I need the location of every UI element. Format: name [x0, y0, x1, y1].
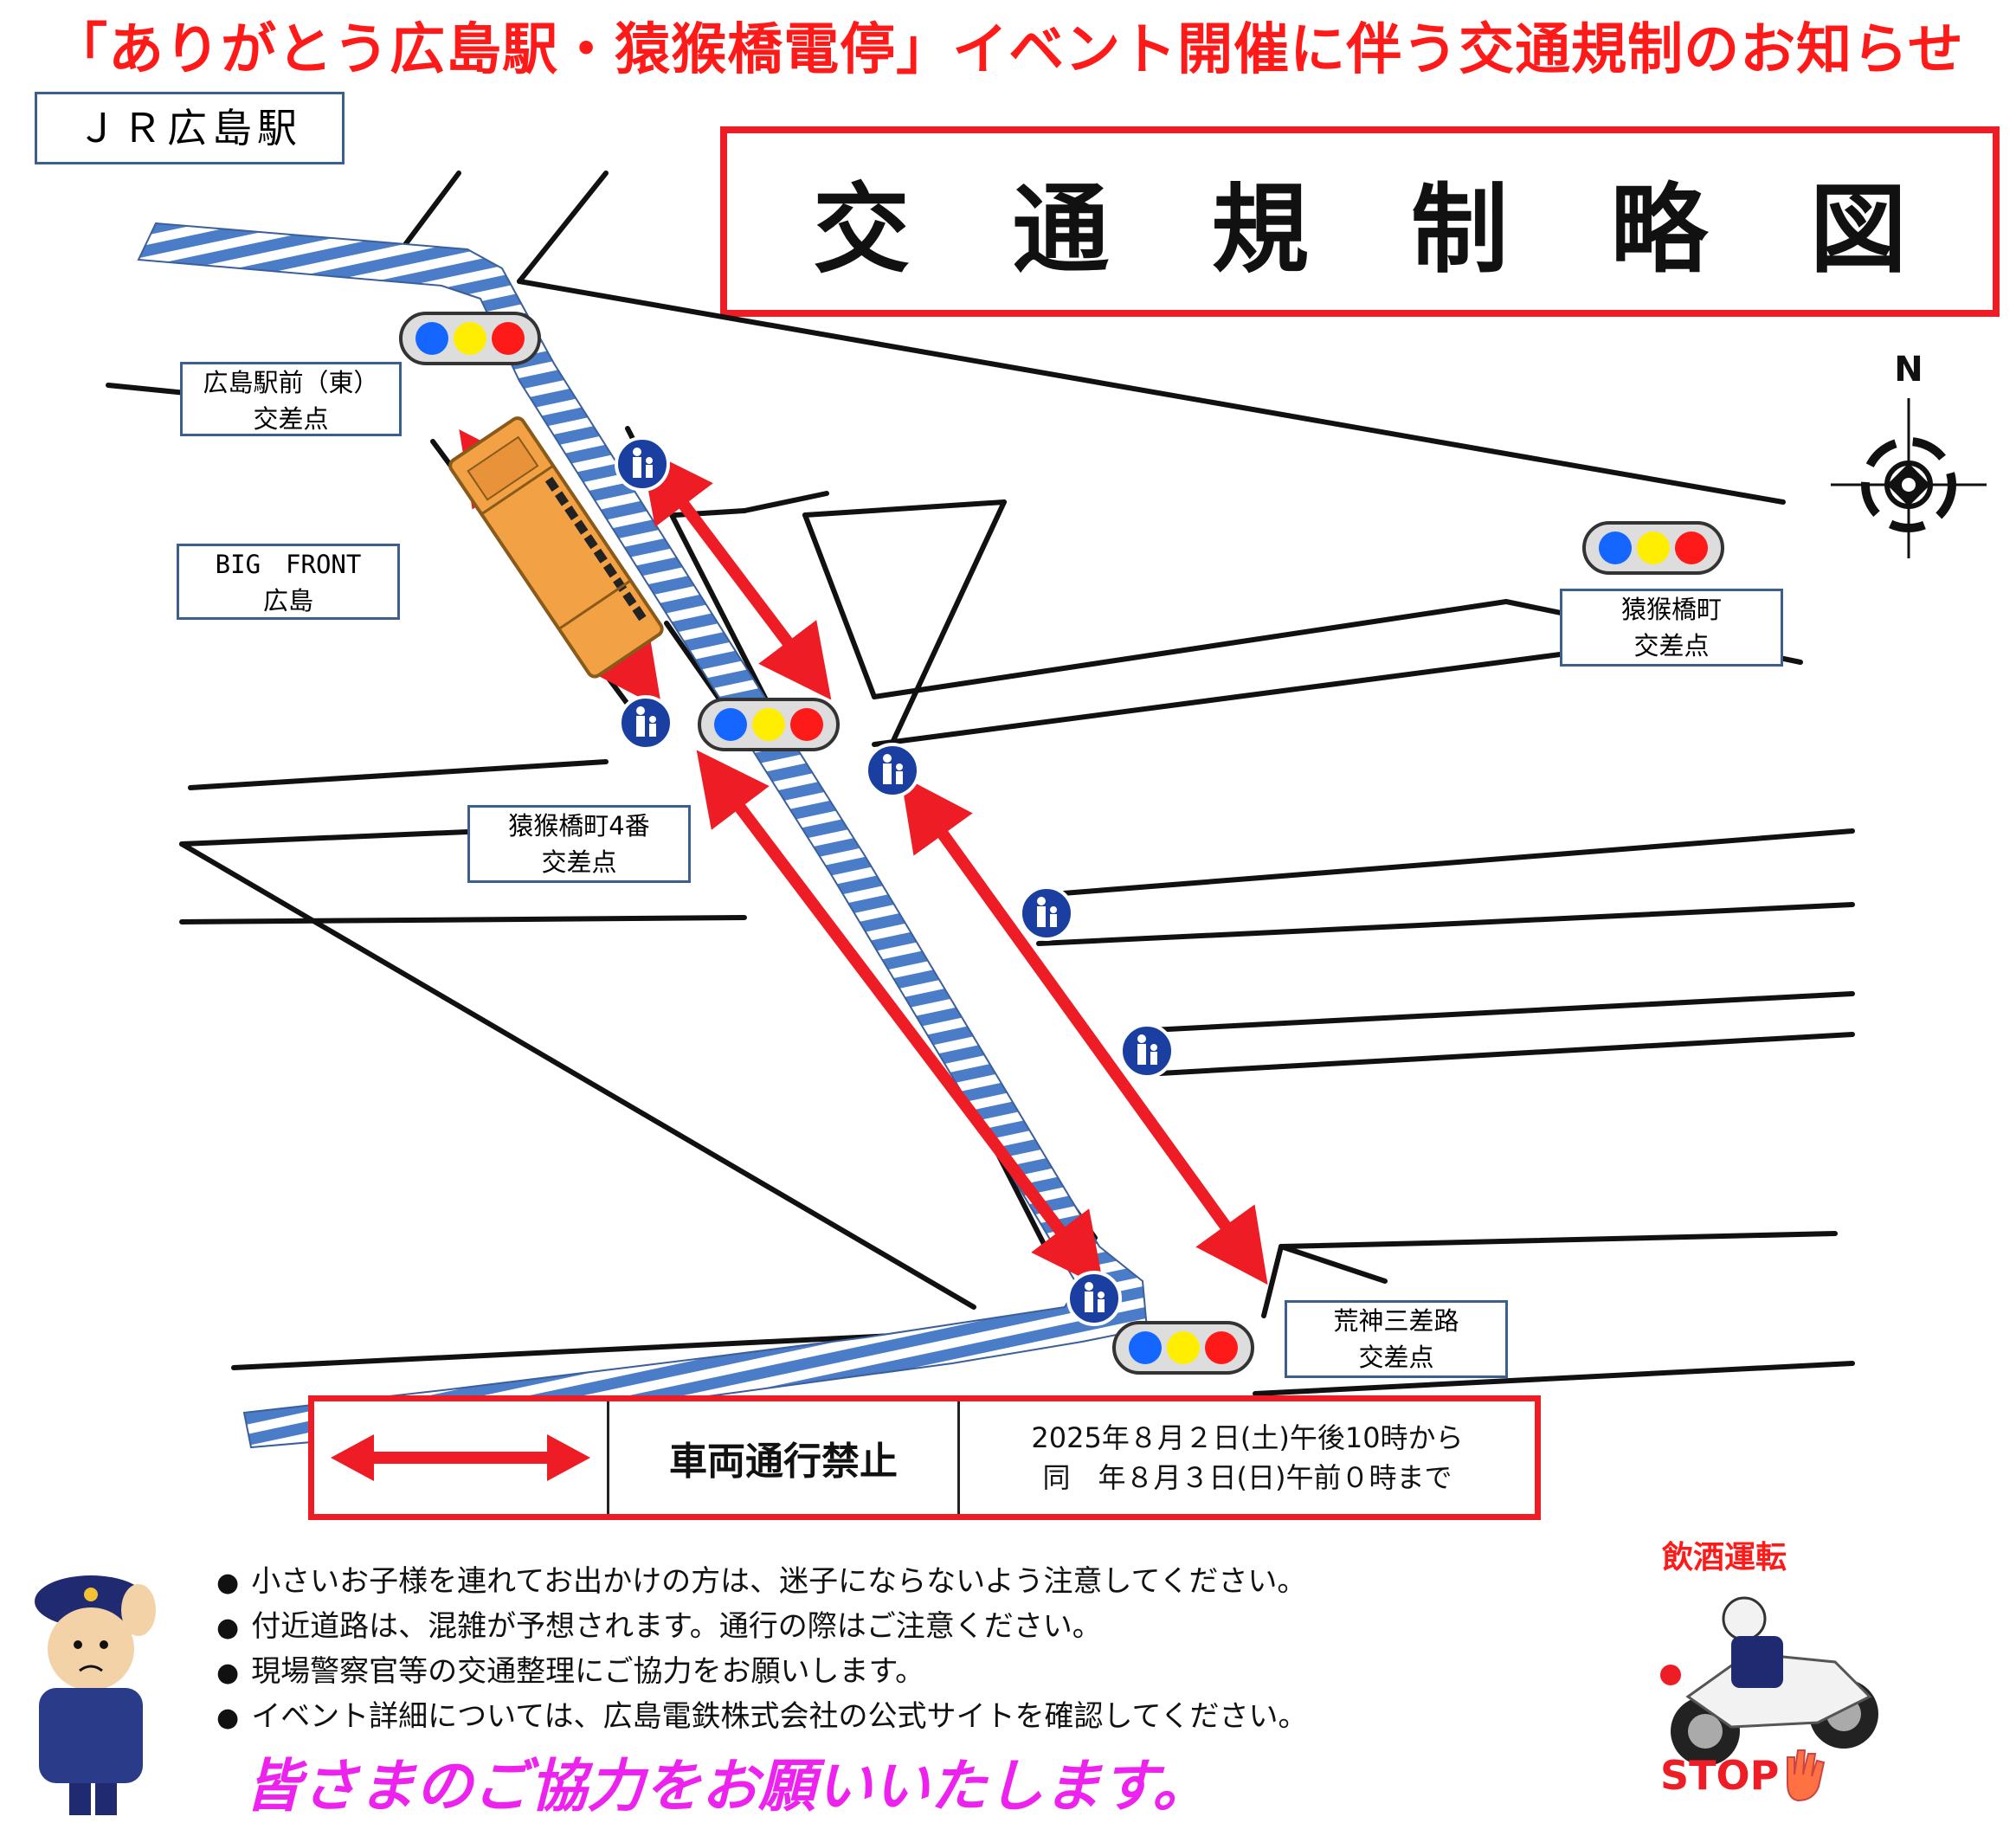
page-title: 「ありがとう広島駅・猿猴橋電停」イベント開催に伴う交通規制のお知らせ — [52, 18, 1964, 82]
traffic-light-icon — [1112, 1321, 1254, 1375]
pedestrian-sign-icon — [618, 695, 673, 750]
pedestrian-sign-icon — [615, 436, 670, 492]
restriction-arrow-icon — [640, 447, 832, 700]
note-item: ●イベント詳細については、広島電鉄株式会社の公式サイトを確認してください。 — [216, 1699, 1308, 1734]
label-line: 交差点 — [1358, 1343, 1434, 1372]
legend-label-cell: 車両通行禁止 — [609, 1401, 960, 1514]
dui-campaign-title: 飲酒運転 — [1662, 1540, 1787, 1575]
legend-period-end: 同 年８月３日(日)午前０時まで — [1042, 1461, 1452, 1494]
note-text: 付近道路は、混雑が予想されます。通行の際はご注意ください。 — [251, 1609, 1102, 1644]
label-line: 荒神三差路 — [1333, 1306, 1459, 1336]
label-enkobashi4: 猿猴橋町4番 交差点 — [467, 805, 691, 883]
label-line: 猿猴橋町4番 — [508, 811, 650, 841]
restriction-arrow-icon — [331, 1434, 590, 1481]
road-line — [517, 171, 609, 284]
label-line: 広島駅前（東） — [203, 368, 379, 397]
note-item: ●付近道路は、混雑が予想されます。通行の際はご注意ください。 — [216, 1609, 1102, 1644]
legend: 車両通行禁止 2025年８月２日(土)午後10時から 同 年８月３日(日)午前０… — [308, 1395, 1541, 1520]
legend-period-cell: 2025年８月２日(土)午後10時から 同 年８月３日(日)午前０時まで — [960, 1401, 1535, 1514]
road-line — [889, 499, 1007, 747]
cooperation-message: 皆さまのご協力をお願いいたします。 — [244, 1753, 1210, 1820]
label-enkobashi: 猿猴橋町 交差点 — [1560, 589, 1783, 667]
traffic-light-icon — [399, 312, 541, 365]
pedestrian-sign-icon — [1119, 1023, 1175, 1079]
notes-list: ●小さいお子様を連れてお出かけの方は、迷子にならないよう注意してください。 ●付… — [216, 1560, 1307, 1740]
heading-char: 略 — [1610, 174, 1708, 287]
pedestrian-sign-icon — [1066, 1271, 1122, 1326]
label-line: 交差点 — [253, 404, 329, 434]
road-line — [872, 651, 1569, 747]
road-line — [872, 599, 1509, 699]
police-officer-icon — [35, 1575, 156, 1815]
note-text: 小さいお子様を連れてお出かけの方は、迷子にならないよう注意してください。 — [251, 1564, 1307, 1599]
note-text: 現場警察官等の交通整理にご協力をお願いします。 — [251, 1654, 925, 1689]
note-text: イベント詳細については、広島電鉄株式会社の公式サイトを確認してください。 — [251, 1699, 1308, 1734]
label-arakami: 荒神三差路 交差点 — [1285, 1300, 1508, 1378]
legend-label: 車両通行禁止 — [669, 1440, 898, 1484]
heading-char: 交 — [813, 174, 911, 287]
traffic-light-icon — [698, 698, 840, 751]
road-line — [802, 512, 877, 699]
compass-icon — [1831, 398, 1987, 558]
pedestrian-sign-icon — [1019, 886, 1074, 941]
road-line — [1261, 1244, 1284, 1318]
road-line — [1279, 1244, 1388, 1284]
police-motorcycle-icon — [1660, 1596, 1878, 1766]
dui-stop-text: STOP — [1660, 1752, 1780, 1799]
heading-char: 通 — [1012, 174, 1110, 287]
road-line — [179, 915, 747, 924]
pedestrian-signs — [615, 436, 1175, 1326]
road-line — [188, 759, 609, 790]
heading-char: 図 — [1809, 174, 1907, 287]
heading-box: 交 通 規 制 略 図 — [720, 126, 2000, 317]
heading-char: 規 — [1211, 174, 1309, 287]
label-big-front: BIG FRONT 広島 — [177, 544, 400, 620]
hand-icon — [1787, 1749, 1826, 1802]
label-line: BIG FRONT — [215, 550, 362, 579]
note-item: ●小さいお子様を連れてお出かけの方は、迷子にならないよう注意してください。 — [216, 1564, 1307, 1599]
station-label: ＪＲ広島駅 — [35, 92, 345, 164]
road-line — [1149, 991, 1855, 1033]
tram-icon — [448, 416, 664, 679]
road-line — [742, 491, 829, 513]
road-lines — [106, 171, 1855, 1396]
label-ekimae-east: 広島駅前（東） 交差点 — [180, 362, 402, 436]
heading-char: 制 — [1411, 174, 1509, 287]
label-line: 交差点 — [541, 847, 617, 877]
label-line: 交差点 — [1633, 631, 1710, 660]
road-line — [1279, 1231, 1838, 1249]
label-line: 猿猴橋町 — [1620, 595, 1722, 624]
road-line — [517, 279, 1786, 505]
road-line — [1027, 828, 1855, 899]
road-line — [1036, 902, 1855, 946]
compass-north-label: N — [1894, 350, 1923, 390]
note-item: ●現場警察官等の交通整理にご協力をお願いします。 — [216, 1654, 925, 1689]
road-line — [802, 499, 1007, 518]
pedestrian-sign-icon — [865, 743, 920, 798]
road-line — [1253, 1361, 1855, 1396]
traffic-light-icon — [1582, 521, 1724, 575]
legend-arrow-cell — [314, 1401, 609, 1514]
road-line — [1157, 1032, 1855, 1076]
legend-period-start: 2025年８月２日(土)午後10時から — [1031, 1421, 1464, 1454]
label-line: 広島 — [262, 586, 313, 615]
restriction-arrow-icon — [900, 775, 1268, 1285]
